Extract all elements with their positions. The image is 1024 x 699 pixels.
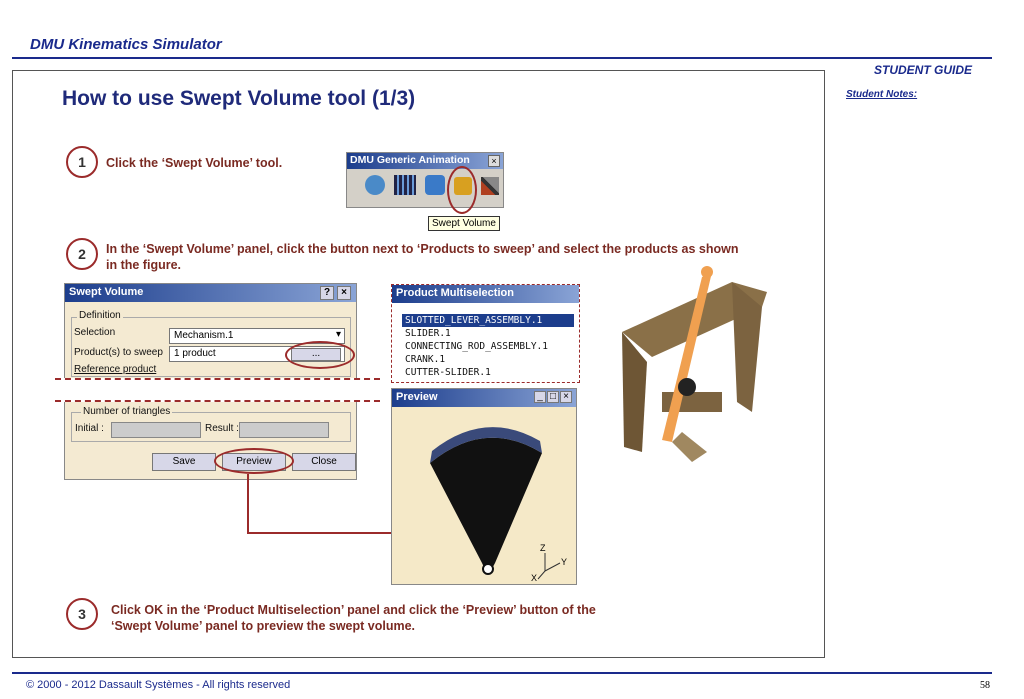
step-1-badge: 1 <box>66 146 98 178</box>
preview-highlight <box>214 448 294 474</box>
student-notes-label: Student Notes: <box>846 89 918 100</box>
initial-label: Initial : <box>75 423 104 434</box>
product-list[interactable]: SLOTTED_LEVER_ASSEMBLY.1 SLIDER.1 CONNEC… <box>402 314 574 379</box>
list-item[interactable]: CONNECTING_ROD_ASSEMBLY.1 <box>405 341 548 352</box>
student-guide-label: STUDENT GUIDE <box>874 63 973 77</box>
preview-title: Preview <box>392 389 576 407</box>
tools-icon[interactable] <box>481 177 499 195</box>
result-field <box>239 422 329 438</box>
preview-window: Preview _ □ × Z Y X <box>391 388 577 585</box>
dmu-generic-animation-toolbar: DMU Generic Animation × <box>346 152 504 208</box>
selection-dropdown[interactable]: Mechanism.1▾ <box>169 328 345 344</box>
course-title: DMU Kinematics Simulator <box>30 36 222 53</box>
close-icon[interactable]: × <box>560 391 572 403</box>
maximize-icon[interactable]: □ <box>547 391 559 403</box>
axis-y: Y <box>561 557 567 567</box>
step-1-text: Click the ‘Swept Volume’ tool. <box>106 156 283 170</box>
step-2-badge: 2 <box>66 238 98 270</box>
definition-group-label: Definition <box>77 310 123 321</box>
selection-label: Selection <box>74 327 116 338</box>
minimize-icon[interactable]: _ <box>534 391 546 403</box>
help-button[interactable]: ? <box>320 286 334 300</box>
cut-marker <box>55 378 380 402</box>
list-item[interactable]: SLOTTED_LEVER_ASSEMBLY.1 <box>402 314 574 327</box>
close-button[interactable]: Close <box>292 453 356 471</box>
triangles-group-label: Number of triangles <box>81 406 173 417</box>
simulation-icon[interactable] <box>365 175 385 195</box>
footer-divider <box>12 672 992 674</box>
toolbar-close-icon[interactable]: × <box>488 155 500 167</box>
axis-z: Z <box>540 543 546 553</box>
header-divider <box>12 57 992 59</box>
list-item[interactable]: SLIDER.1 <box>405 328 451 339</box>
copyright: © 2000 - 2012 Dassault Systèmes - All ri… <box>26 679 291 691</box>
reference-label: Reference product <box>74 364 157 375</box>
swept-volume-highlight <box>447 166 477 214</box>
list-item[interactable]: CRANK.1 <box>405 354 446 365</box>
save-button[interactable]: Save <box>152 453 216 471</box>
mechanism-3d-image <box>622 266 767 462</box>
dialog-title: Swept Volume <box>65 284 356 302</box>
multiselection-title: Product Multiselection <box>392 285 579 303</box>
step-3-badge: 3 <box>66 598 98 630</box>
list-item[interactable]: CUTTER-SLIDER.1 <box>405 367 491 378</box>
product-multiselection-panel: Product Multiselection SLOTTED_LEVER_ASS… <box>391 284 580 383</box>
page-number: 58 <box>980 680 990 691</box>
initial-field <box>111 422 201 438</box>
step-2-text: In the ‘Swept Volume’ panel, click the b… <box>106 242 739 272</box>
slide-title: How to use Swept Volume tool (1/3) <box>62 87 416 110</box>
step-3-text: Click OK in the ‘Product Multiselection’… <box>111 603 596 633</box>
sensor-icon[interactable] <box>425 175 445 195</box>
player-icon[interactable] <box>394 175 416 195</box>
browse-highlight <box>285 341 355 369</box>
products-label: Product(s) to sweep <box>74 347 163 358</box>
swept-volume-shape: Z Y X <box>430 427 567 581</box>
swept-volume-tooltip: Swept Volume <box>428 216 500 231</box>
axis-x: X <box>531 573 537 581</box>
close-icon[interactable]: × <box>337 286 351 300</box>
result-label: Result : <box>205 423 239 434</box>
slide-frame <box>12 70 825 658</box>
chevron-down-icon: ▾ <box>335 329 341 340</box>
toolbar-title: DMU Generic Animation <box>347 153 503 169</box>
